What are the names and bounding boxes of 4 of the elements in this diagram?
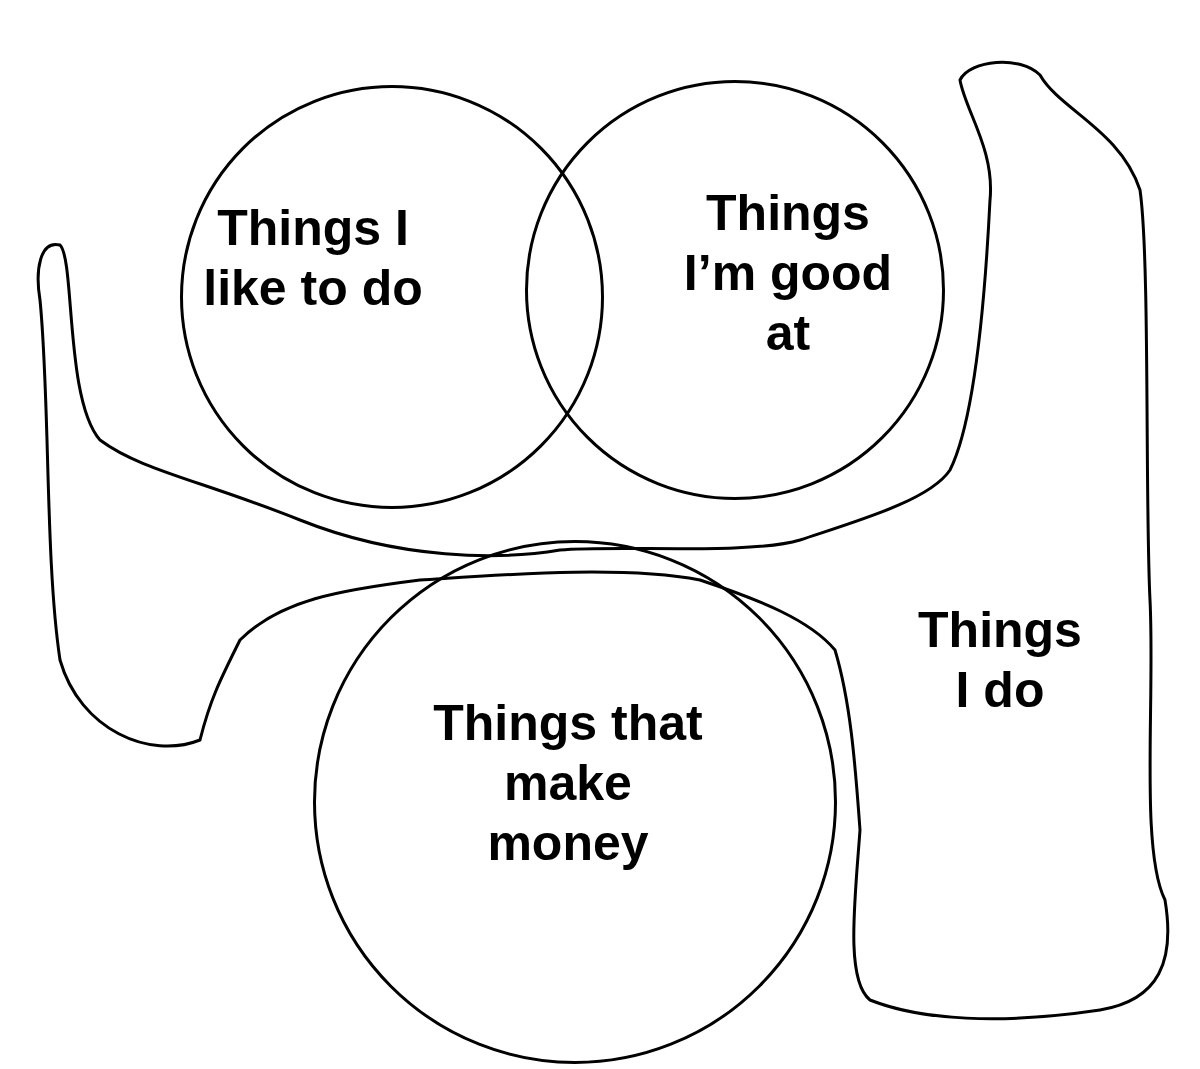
region-label: Things I do bbox=[917, 601, 1083, 720]
circle-label: Things I like to do bbox=[203, 199, 423, 318]
circle-label: Things that make money bbox=[432, 694, 704, 873]
circle-label: Things I’m good at bbox=[682, 184, 894, 363]
